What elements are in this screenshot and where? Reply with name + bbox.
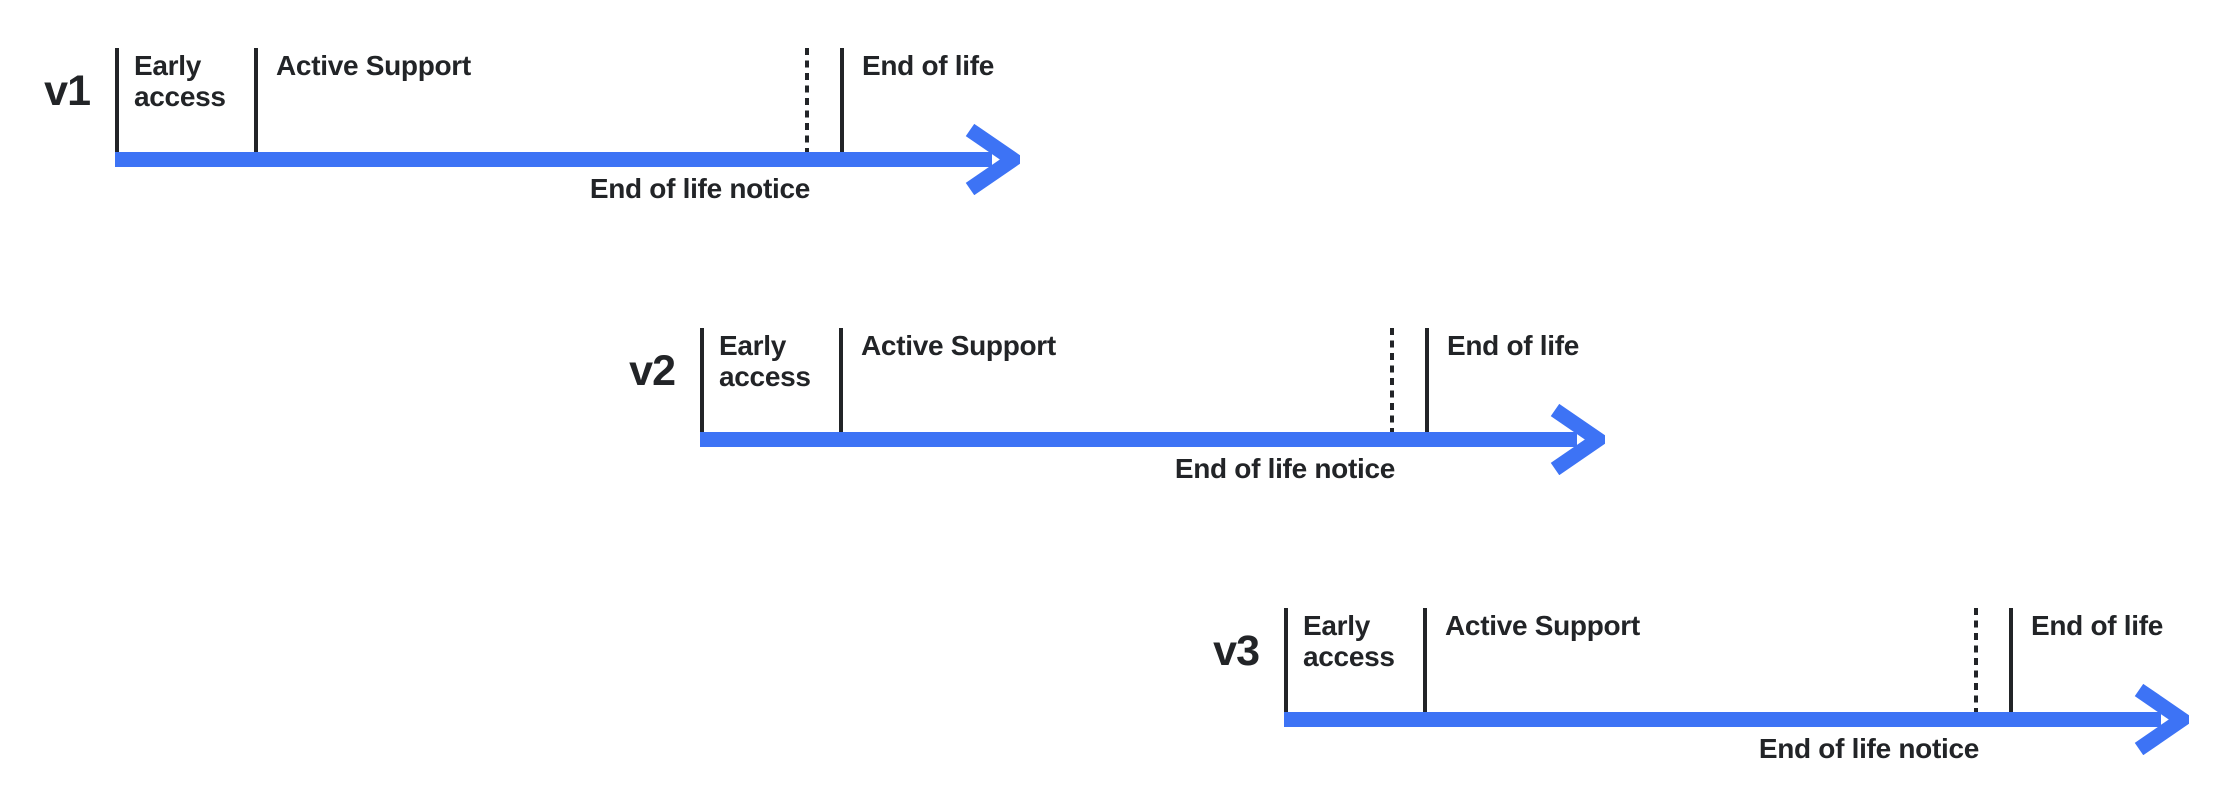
end-of-life-label: End of life	[1447, 330, 1580, 361]
timeline-arrow-right-icon	[115, 123, 1020, 195]
early-access-label: Early access	[134, 50, 226, 112]
version-label: v1	[44, 67, 91, 115]
end-of-life-tick	[2009, 608, 2013, 712]
timeline-arrow-right-icon	[1284, 683, 2189, 755]
eol-notice-label: End of life notice	[1758, 733, 1979, 764]
active-support-start-tick	[1423, 608, 1427, 712]
eol-notice-label: End of life notice	[589, 173, 810, 204]
eol-notice-label: End of life notice	[1174, 453, 1395, 484]
active-support-label: Active Support	[276, 50, 471, 81]
active-support-label: Active Support	[861, 330, 1056, 361]
end-of-life-label: End of life	[2031, 610, 2164, 641]
active-support-start-tick	[839, 328, 843, 432]
timeline-v2: v2 Early access Active Support End of li…	[585, 280, 1645, 495]
timeline-v3: v3 Early access Active Support End of li…	[1169, 560, 2228, 775]
end-of-life-tick	[1425, 328, 1429, 432]
active-support-start-tick	[254, 48, 258, 152]
eol-notice-dashed-line	[805, 48, 809, 152]
active-support-label: Active Support	[1445, 610, 1640, 641]
version-label: v3	[1213, 627, 1260, 675]
early-access-start-tick	[1284, 608, 1288, 712]
eol-notice-dashed-line	[1974, 608, 1978, 712]
end-of-life-label: End of life	[862, 50, 995, 81]
timeline-arrow-right-icon	[700, 403, 1605, 475]
eol-notice-dashed-line	[1390, 328, 1394, 432]
early-access-start-tick	[700, 328, 704, 432]
early-access-start-tick	[115, 48, 119, 152]
early-access-label: Early access	[719, 330, 811, 392]
early-access-label: Early access	[1303, 610, 1395, 672]
version-label: v2	[629, 347, 676, 395]
timeline-v1: v1 Early access Active Support End of li…	[0, 0, 1060, 215]
end-of-life-tick	[840, 48, 844, 152]
